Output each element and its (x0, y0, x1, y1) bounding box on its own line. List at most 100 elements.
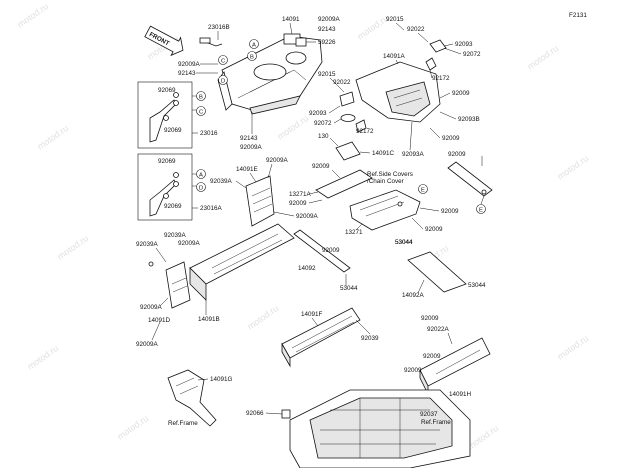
part-label: 92009A (266, 157, 289, 164)
part-label: 92066 (246, 410, 264, 417)
part-label: 14091F (301, 311, 323, 318)
watermark: motod.ru (35, 123, 70, 152)
bar-14092 (293, 229, 351, 273)
figure-id: F2131 (569, 12, 587, 19)
kit-box-upper (137, 81, 198, 149)
kit-box-lower (137, 153, 198, 221)
part-label: 92093 (309, 110, 327, 117)
part-label: 92143 (240, 135, 258, 142)
part-label: 13271A (289, 191, 312, 198)
part-label: 92039A (164, 232, 187, 239)
svg-text:A: A (252, 43, 256, 49)
part-label: 92072 (463, 51, 481, 58)
part-label: 92015 (318, 71, 336, 78)
part-label: 53044 (468, 282, 486, 289)
callout-b (247, 51, 257, 61)
watermark: motod.ru (275, 113, 310, 142)
svg-text:E: E (479, 208, 483, 214)
part-label: 92069 (158, 158, 176, 165)
part-label: 130 (318, 133, 329, 140)
part-label: 14092A (402, 292, 425, 299)
plate-14092a (407, 251, 467, 293)
svg-text:B: B (250, 55, 254, 61)
watermark: motod.ru (465, 423, 500, 452)
part-label: 92009A (296, 213, 319, 220)
callout-a (196, 169, 206, 179)
cover-14091c (335, 141, 361, 161)
rail-e (447, 161, 493, 197)
part-label: 14091B (198, 316, 220, 323)
part-label: 92009 (312, 163, 330, 170)
watermark: motod.ru (25, 343, 60, 372)
part-label: 59226 (318, 39, 336, 46)
part-label: 92009 (441, 208, 459, 215)
cable-23016b (199, 37, 223, 47)
part-label: Ref.Frame (421, 419, 451, 426)
part-label: 23016B (208, 24, 230, 31)
svg-text:B: B (199, 95, 203, 101)
watermark: motod.ru (555, 153, 590, 182)
part-label: 92093 (455, 41, 473, 48)
callout-c (218, 55, 228, 65)
part-label: 92009 (289, 200, 307, 207)
part-label: 23016 (200, 130, 218, 137)
part-label: 92072 (314, 120, 332, 127)
tray-14091a (355, 39, 447, 123)
bracket-92022 (339, 91, 367, 133)
svg-text:A: A (199, 173, 203, 179)
part-label: 92009 (421, 315, 439, 322)
callout-a (249, 39, 259, 49)
part-label: 92172 (356, 128, 374, 135)
part-label: 92009A (318, 16, 341, 23)
part-label: /Chain Cover (367, 178, 404, 185)
part-label: 92009 (425, 226, 443, 233)
part-label: 14092 (298, 265, 316, 272)
callout-e (418, 184, 428, 194)
part-label: 14091C (372, 150, 395, 157)
bracket-14091g (167, 369, 217, 427)
frame-assembly (281, 389, 471, 468)
part-label: 14091 (282, 16, 300, 23)
part-label: Ref.Frame (168, 420, 198, 427)
part-label: 92093B (458, 116, 480, 123)
part-label: 92009A (240, 144, 263, 151)
part-label: 92039A (136, 241, 159, 248)
watermark: motod.ru (55, 233, 90, 262)
part-label: 92009 (404, 367, 422, 374)
part-label: 92022 (333, 79, 351, 86)
part-label: 92039 (361, 335, 379, 342)
svg-text:C: C (221, 59, 225, 65)
part-label: 92069 (164, 127, 182, 134)
part-label: 53044 (395, 239, 413, 246)
part-label: 92069 (164, 203, 182, 210)
part-label: 92009A (140, 304, 163, 311)
callout-d (196, 182, 206, 192)
part-label: 92037 (420, 411, 438, 418)
panel-14091h (419, 337, 491, 395)
watermark: motod.ru (525, 43, 560, 72)
part-label: 23016A (200, 205, 223, 212)
part-label: 92143 (318, 26, 336, 33)
part-label: 92015 (386, 16, 404, 23)
part-label: 92009A (178, 61, 201, 68)
part-label: 14091E (236, 166, 258, 173)
panel-14091b (189, 223, 295, 301)
svg-text:C: C (199, 110, 203, 116)
part-label: 92022 (407, 26, 425, 33)
callout-d (218, 75, 228, 85)
panel-14091f (281, 307, 361, 368)
part-label: 14091A (383, 53, 406, 60)
part-label: 92022A (427, 326, 450, 333)
part-label: 92039A (210, 178, 233, 185)
part-label: 92009 (322, 247, 340, 254)
part-label: 92143 (178, 70, 196, 77)
part-label: 14091D (148, 317, 171, 324)
part-label: 53044 (340, 285, 358, 292)
callout-e (476, 204, 486, 214)
watermark: motod.ru (245, 303, 280, 332)
watermark: motod.ru (555, 333, 590, 362)
part-label: 92009 (442, 135, 460, 142)
part-label: 92093A (402, 151, 425, 158)
part-label: 14091H (449, 391, 472, 398)
